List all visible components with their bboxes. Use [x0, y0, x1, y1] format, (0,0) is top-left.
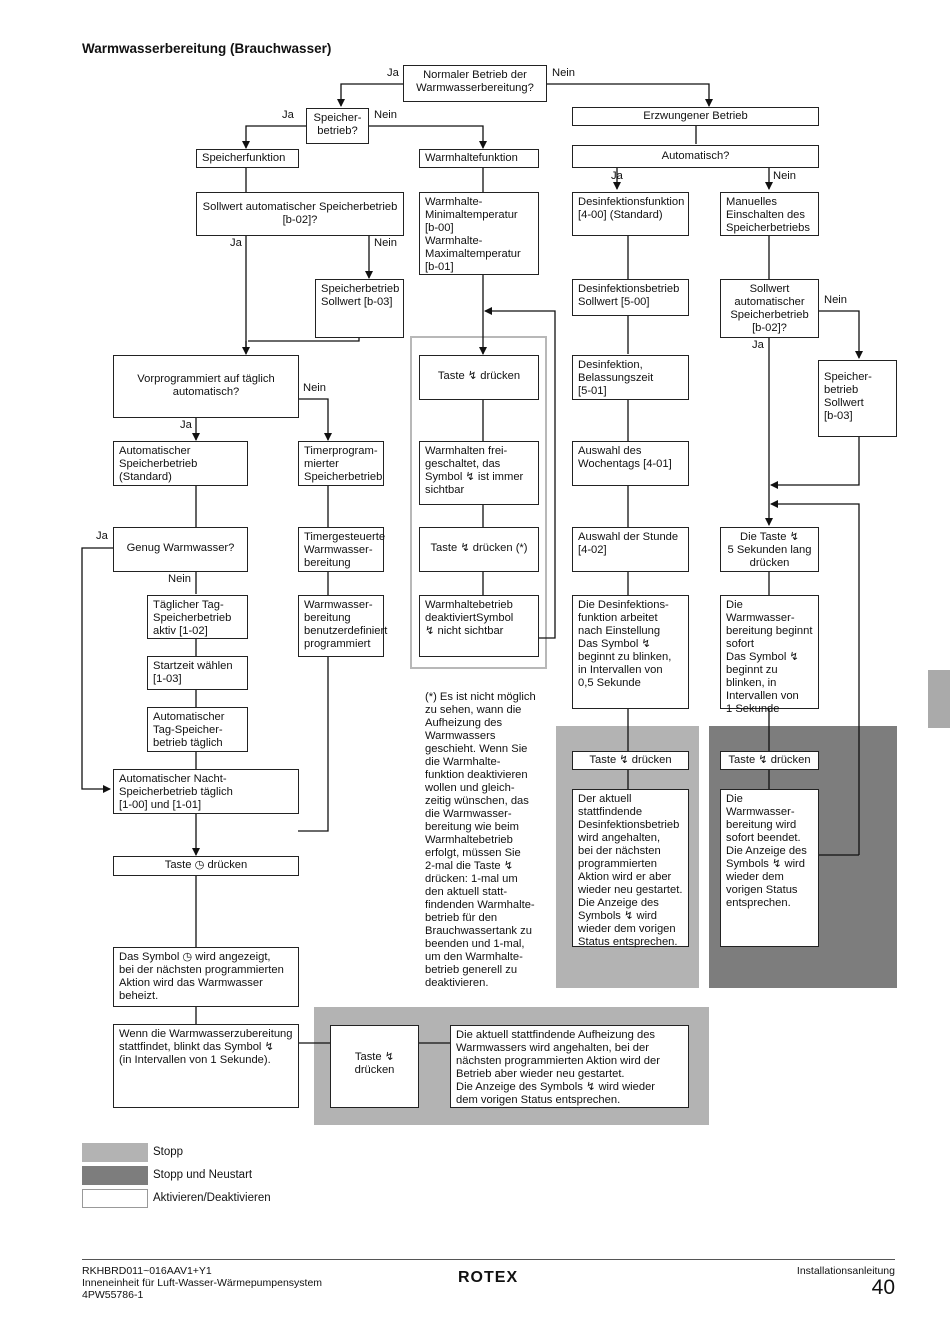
- box-select-start-time: Startzeit wählen [1-03]: [147, 656, 248, 690]
- box-auto-storage-standard: Automatischer Speicherbetrieb (Standard): [113, 441, 248, 486]
- box-storage-function: Speicherfunktion: [196, 149, 299, 168]
- box-disinfection-stopped: Der aktuell stattfindende Desinfektionsb…: [572, 789, 689, 948]
- label-ja: Ja: [282, 109, 294, 121]
- box-select-weekday: Auswahl des Wochentags [4-01]: [572, 441, 689, 486]
- box-forced-operation: Erzwungener Betrieb: [572, 107, 819, 126]
- question-setpoint-auto-storage-right: Sollwert automatischer Speicherbetrieb […: [720, 279, 819, 338]
- box-clock-symbol-shown: Das Symbol ◷ wird angezeigt, bei der näc…: [113, 947, 299, 1007]
- legend-label-activate: Aktivieren/Deaktivieren: [153, 1192, 271, 1204]
- label-nein: Nein: [303, 382, 327, 394]
- legend-swatch-stop-restart: [82, 1166, 148, 1185]
- label-nein: Nein: [773, 170, 797, 182]
- box-press-keep-warm-button-2: Taste ↯ drücken (*): [419, 527, 539, 572]
- legend-label-stop-restart: Stopp und Neustart: [153, 1169, 253, 1181]
- box-heating-stopped: Die aktuell stattfindende Aufheizung des…: [450, 1025, 689, 1108]
- label-nein: Nein: [374, 109, 398, 121]
- rotex-logo: ROTEX: [458, 1269, 519, 1286]
- page-number: 40: [871, 1276, 895, 1299]
- label-nein: Nein: [168, 573, 192, 585]
- box-storage-setpoint-right: Speicher- betrieb Sollwert [b-03]: [818, 360, 897, 437]
- legend-swatch-activate: [82, 1189, 148, 1208]
- warmhalte-group-frame: [410, 336, 547, 669]
- box-press-keep-warm-button-1: Taste ↯ drücken: [419, 355, 539, 400]
- question-normal-operation: Normaler Betrieb der Warmwasserbereitung…: [403, 65, 547, 102]
- box-disinfection-duration: Desinfektion, Belassungszeit [5-01]: [572, 355, 689, 400]
- footer-doc-title: Installationsanleitung: [796, 1265, 895, 1277]
- box-manual-storage-start: Manuelles Einschalten des Speicherbetrie…: [720, 192, 819, 236]
- box-timer-storage: Timerprogram- mierter Speicherbetrieb: [298, 441, 384, 486]
- label-ja: Ja: [611, 170, 623, 182]
- legend-label-stop: Stopp: [153, 1146, 184, 1158]
- box-storage-setpoint-left: Speicherbetrieb Sollwert [b-03]: [315, 279, 404, 338]
- question-preprogrammed-daily: Vorprogrammiert auf täglich automatisch?: [113, 355, 299, 418]
- footnote: (*) Es ist nicht möglich zu sehen, wann …: [425, 691, 536, 989]
- label-ja: Ja: [752, 339, 764, 351]
- question-storage-mode: Speicher- betrieb?: [306, 108, 369, 144]
- chapter-tab: [928, 670, 950, 728]
- box-daily-day-storage: Täglicher Tag- Speicherbetrieb aktiv [1-…: [147, 595, 248, 639]
- box-press-button-5-seconds: Die Taste ↯ 5 Sekunden lang drücken: [720, 527, 819, 572]
- box-keep-warm-function: Warmhaltefunktion: [419, 149, 539, 168]
- question-setpoint-auto-storage: Sollwert automatischer Speicherbetrieb […: [196, 192, 404, 236]
- box-hot-water-starts: Die Warmwasser- bereitung beginnt sofort…: [720, 595, 819, 715]
- label-nein: Nein: [374, 237, 398, 249]
- label-ja: Ja: [180, 419, 192, 431]
- question-automatic: Automatisch?: [572, 145, 819, 168]
- box-disinfection-running: Die Desinfektions- funktion arbeitet nac…: [572, 595, 689, 709]
- label-nein: Nein: [824, 294, 848, 306]
- label-ja: Ja: [387, 67, 399, 79]
- legend-swatch-stop: [82, 1143, 148, 1162]
- box-user-defined-program: Warmwasser- bereitung benutzerdefiniert …: [298, 595, 387, 657]
- box-disinfection-function: Desinfektionsfunktion [4-00] (Standard): [572, 192, 689, 236]
- box-auto-night-storage: Automatischer Nacht- Speicherbetrieb täg…: [113, 769, 299, 814]
- box-select-hour: Auswahl der Stunde [4-02]: [572, 527, 689, 572]
- page-title: Warmwasserbereitung (Brauchwasser): [82, 41, 332, 56]
- box-timer-controlled: Timergesteuerte Warmwasser- bereitung: [298, 527, 385, 572]
- box-press-clock-button: Taste ◷ drücken: [113, 856, 299, 876]
- box-hot-water-blinking: Wenn die Warmwasserzubereitung stattfind…: [113, 1024, 299, 1108]
- question-enough-hot-water: Genug Warmwasser?: [113, 527, 248, 572]
- box-hot-water-stopped: Die Warmwasser- bereitung wird sofort be…: [720, 789, 819, 947]
- box-disinfection-setpoint: Desinfektionsbetrieb Sollwert [5-00]: [572, 279, 689, 316]
- label-ja: Ja: [96, 530, 108, 542]
- label-nein: Nein: [552, 67, 576, 79]
- footer-model-info: RKHBRD011~016AAV1+Y1 Inneneinheit für Lu…: [82, 1265, 323, 1301]
- box-press-stop-disinfection: Taste ↯ drücken: [572, 751, 689, 770]
- box-auto-day-storage-daily: Automatischer Tag-Speicher- betrieb tägl…: [147, 707, 248, 752]
- label-ja: Ja: [230, 237, 242, 249]
- box-press-stop-manual: Taste ↯ drücken: [720, 751, 819, 770]
- box-keep-warm-disabled: Warmhaltebetrieb deaktiviertSymbol ↯ nic…: [419, 595, 539, 657]
- box-keep-warm-temperatures: Warmhalte- Minimaltemperatur [b-00] Warm…: [419, 192, 539, 275]
- box-press-stop-bottom: Taste ↯ drücken: [330, 1025, 419, 1108]
- box-keep-warm-enabled: Warmhalten frei- geschaltet, das Symbol …: [419, 441, 539, 505]
- footer-divider: [82, 1259, 895, 1260]
